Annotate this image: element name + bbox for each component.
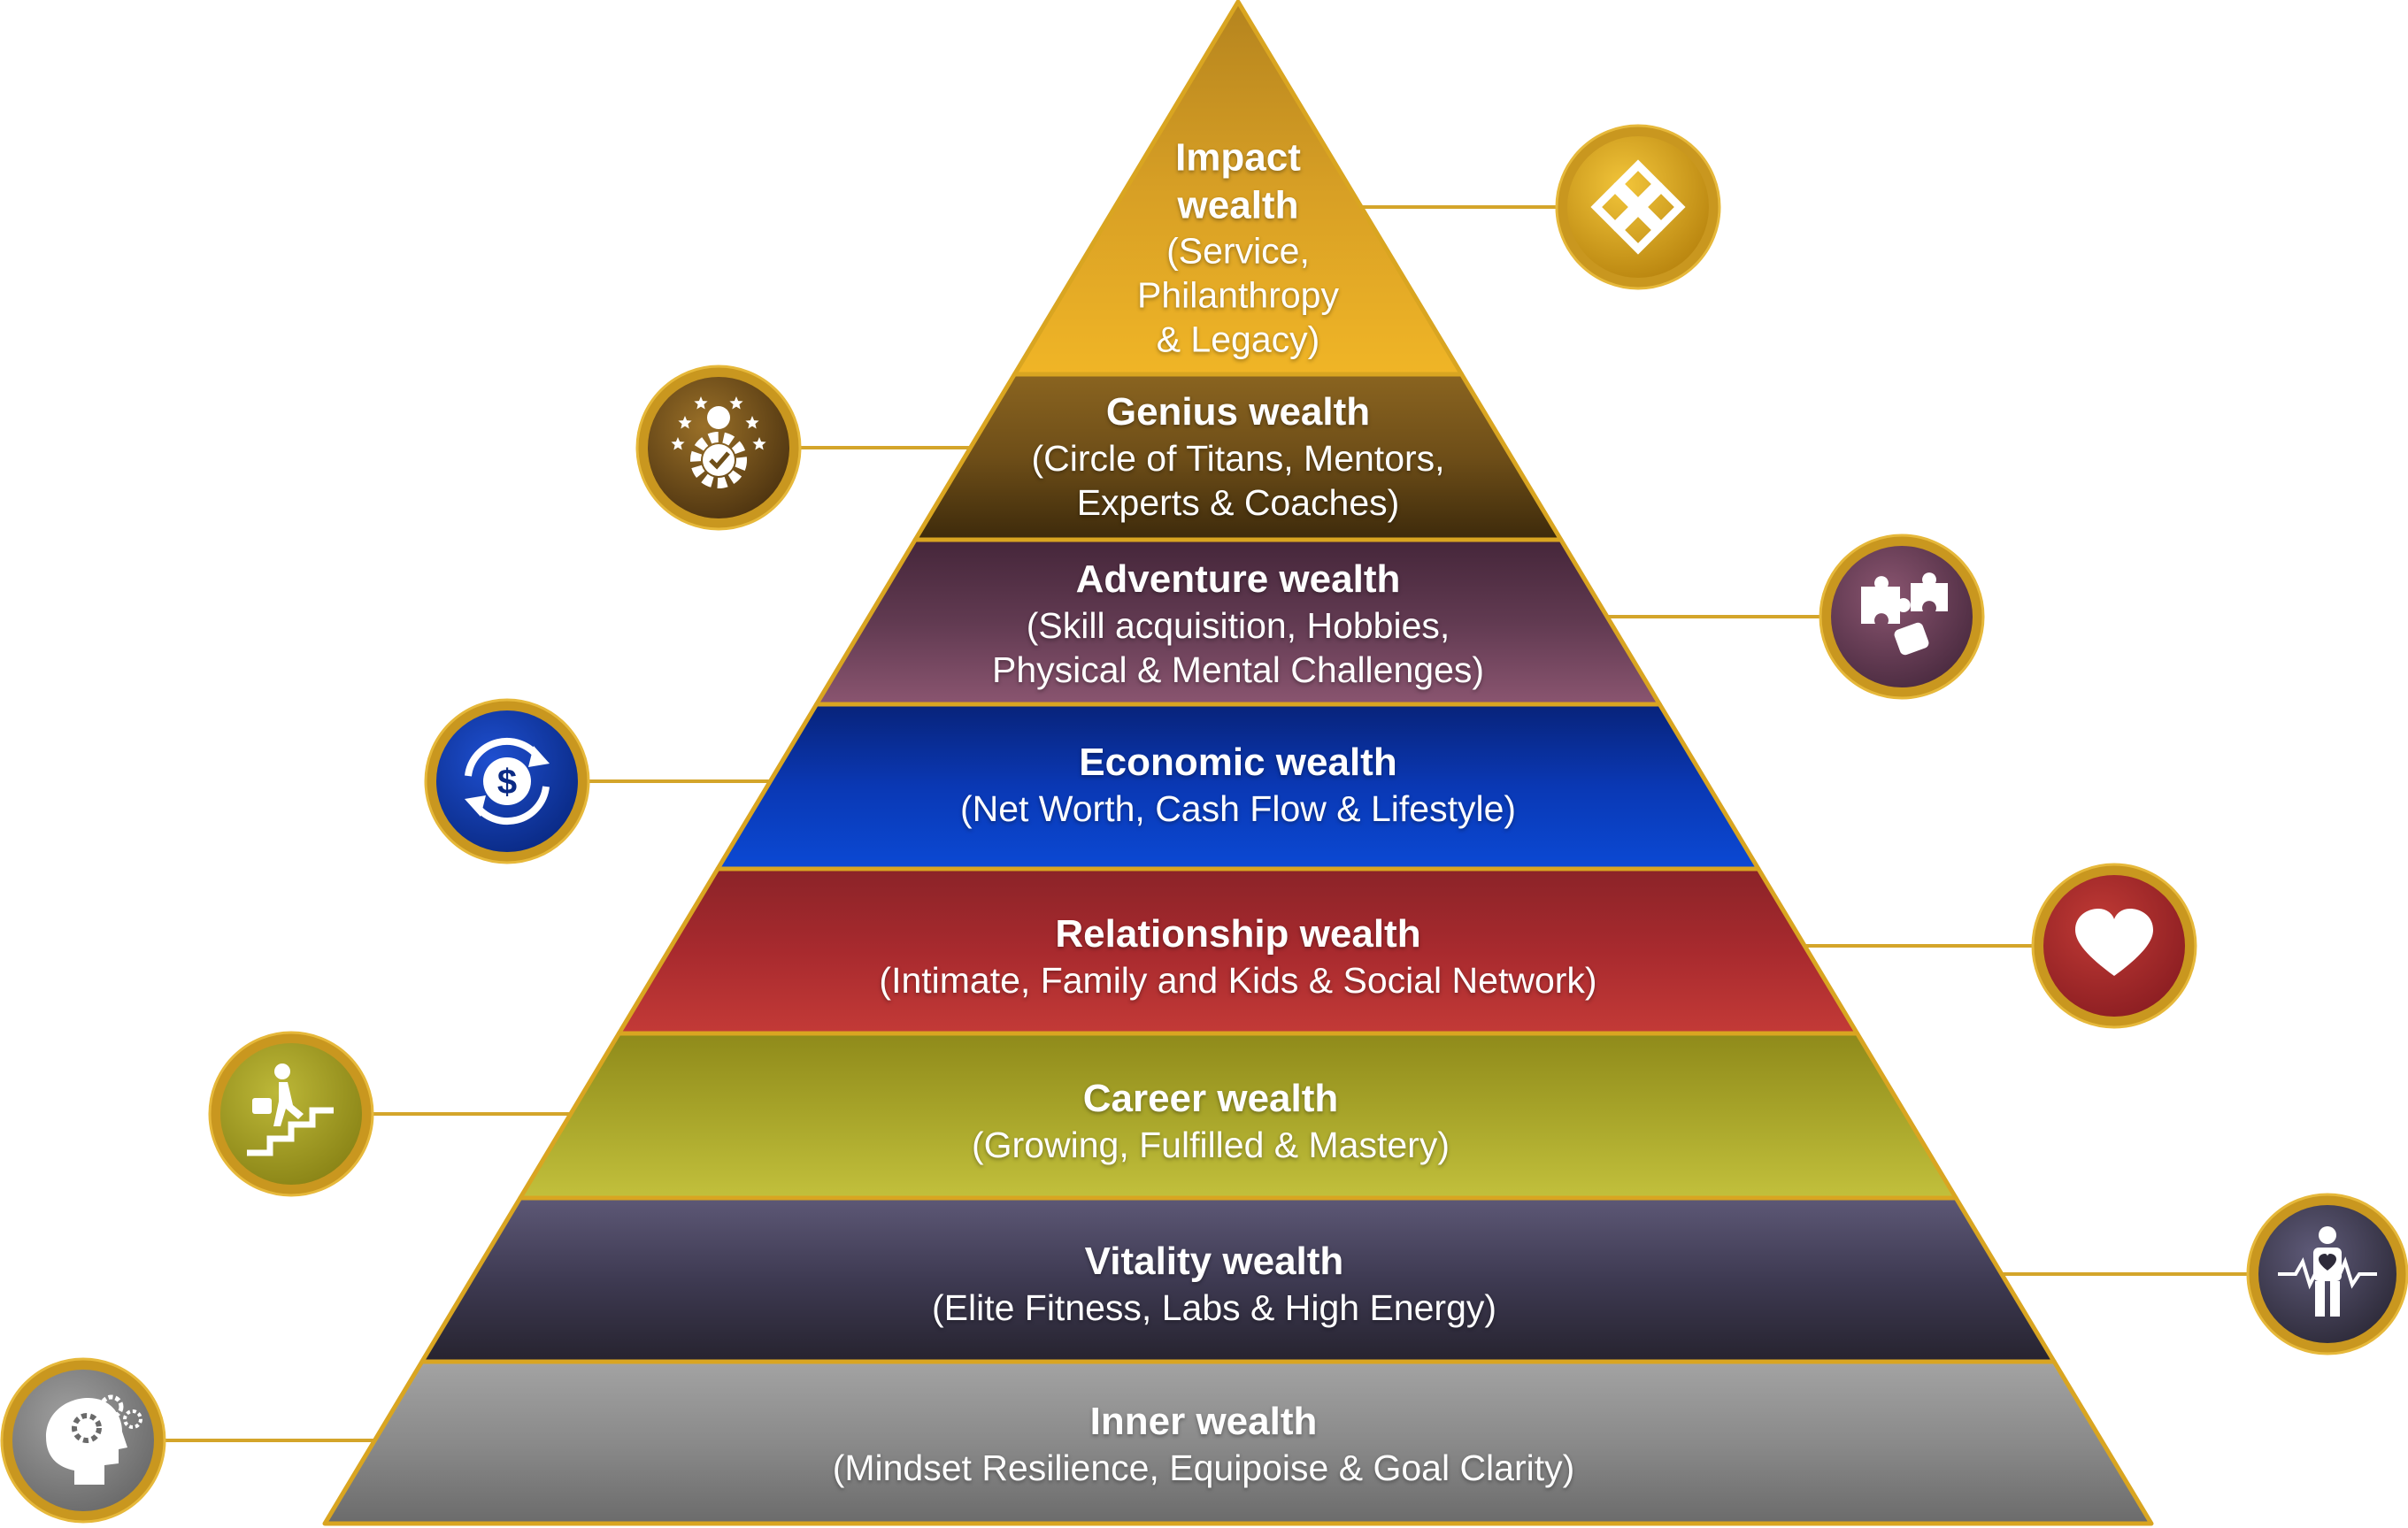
level-subtitle-relationship: (Intimate, Family and Kids & Social Netw… [879,959,1597,1001]
level-subtitle-career: (Growing, Fulfilled & Mastery) [972,1124,1450,1165]
level-subtitle-genius: (Circle of Titans, Mentors,Experts & Coa… [1031,437,1445,523]
level-title-relationship: Relationship wealth [1055,912,1421,956]
level-label-relationship: Relationship wealth (Intimate, Family an… [879,910,1596,1002]
puzzle-pieces-icon [1861,572,1948,656]
level-title-economic: Economic wealth [1079,741,1397,785]
level-title-career: Career wealth [1082,1077,1339,1121]
level-icon-badge-impact [1555,124,1721,290]
level-label-economic: Economic wealth (Net Worth, Cash Flow & … [960,739,1516,831]
level-icon-badge-economic: $ [424,698,590,864]
level-subtitle-adventure: (Skill acquisition, Hobbies,Physical & M… [991,604,1485,690]
level-title-inner: Inner wealth [1089,1400,1318,1444]
level-title-vitality: Vitality wealth [1084,1240,1344,1284]
pyramid-band-inner [322,1359,2154,1526]
interlocking-diamonds-icon [1590,159,1686,255]
level-title-adventure: Adventure wealth [1075,557,1401,602]
level-title-genius: Genius wealth [1105,390,1371,434]
level-label-genius: Genius wealth (Circle of Titans, Mentors… [1031,388,1444,525]
climbing-stairs-icon [247,1063,334,1156]
svg-text:$: $ [497,763,517,802]
level-subtitle-inner: (Mindset Resilience, Equipoise & Goal Cl… [832,1447,1575,1488]
person-heartbeat-icon [2278,1226,2377,1317]
level-subtitle-economic: (Net Worth, Cash Flow & Lifestyle) [959,787,1517,829]
level-label-career: Career wealth (Growing, Fulfilled & Mast… [972,1075,1450,1167]
level-label-inner: Inner wealth (Mindset Resilience, Equipo… [833,1398,1575,1490]
level-icon-badge-inner [0,1357,166,1524]
dollar-cycle-icon: $ [465,737,550,825]
level-icon-badge-relationship [2031,863,2197,1029]
level-icon-badge-adventure [1819,534,1985,700]
expert-gear-stars-icon [671,396,766,488]
level-label-vitality: Vitality wealth (Elite Fitness, Labs & H… [932,1238,1496,1330]
level-subtitle-impact: (Service,Philanthropy& Legacy) [1137,230,1339,360]
head-gears-icon [46,1394,142,1485]
level-subtitle-vitality: (Elite Fitness, Labs & High Energy) [931,1286,1497,1328]
level-icon-badge-genius [635,365,802,531]
level-icon-badge-vitality [2246,1193,2408,1355]
level-label-adventure: Adventure wealth (Skill acquisition, Hob… [992,556,1484,692]
level-icon-badge-career [208,1031,374,1197]
heart-icon [2075,909,2153,976]
